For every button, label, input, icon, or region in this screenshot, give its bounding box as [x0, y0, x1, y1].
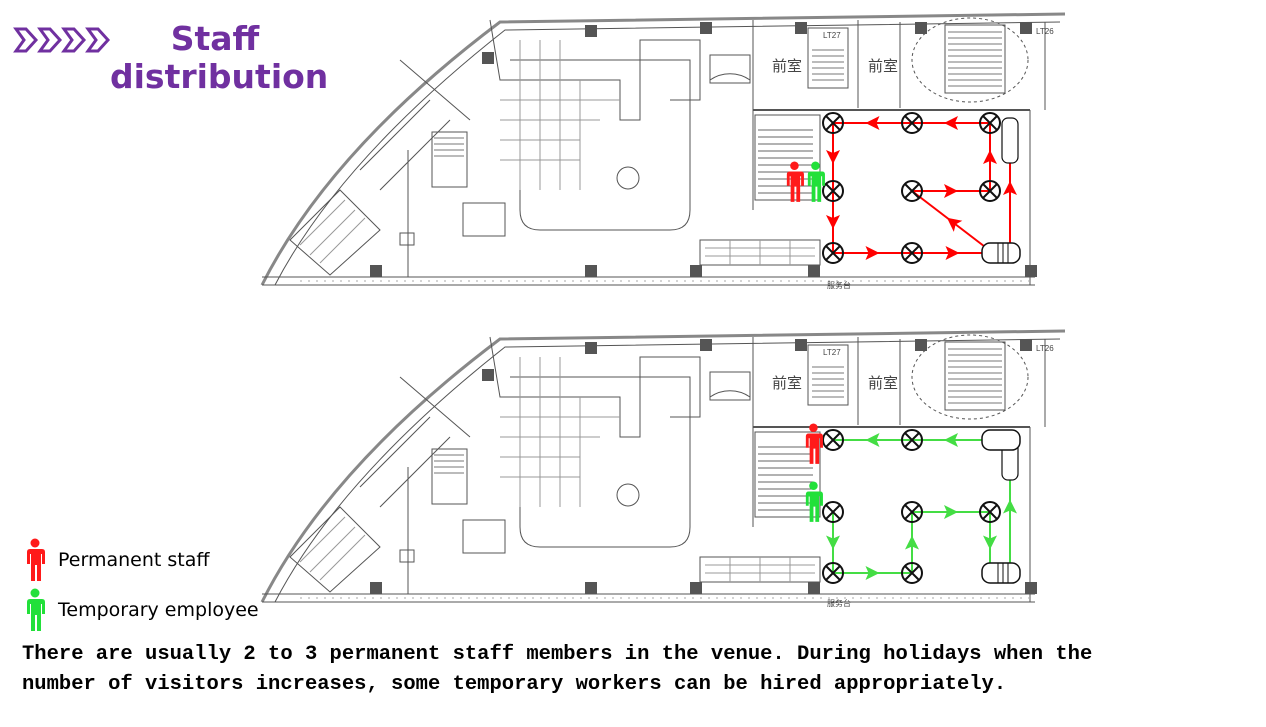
- route-arrow: [983, 150, 997, 164]
- route-arrow: [826, 215, 840, 229]
- escalator-icon: [981, 429, 1021, 584]
- column-icon: [979, 180, 1001, 202]
- column-icon: [901, 180, 923, 202]
- temporary-staff-figure: [807, 161, 825, 202]
- route-arrow: [865, 433, 880, 447]
- permanent-staff-figure: [805, 423, 823, 464]
- anteroom-label: 前室: [772, 57, 803, 75]
- column-icon: [822, 242, 844, 264]
- route-arrow: [983, 535, 997, 550]
- legend-label: Temporary employee: [58, 599, 259, 621]
- permanent-staff-figure: [786, 161, 804, 202]
- route-arrow: [826, 535, 840, 550]
- route-arrow: [865, 116, 880, 130]
- stair-label: LT27: [823, 31, 841, 40]
- route-arrow: [1003, 181, 1017, 195]
- route-arrow: [865, 246, 880, 260]
- route-arrow: [865, 566, 880, 580]
- route-arrow: [944, 116, 958, 130]
- person-icon-red: [27, 538, 45, 581]
- column-icon: [822, 501, 844, 523]
- route-arrow: [944, 433, 958, 447]
- temporary-staff-figure: [805, 481, 823, 522]
- anteroom-label: 前室: [868, 374, 899, 392]
- legend-temporary: Temporary employee: [24, 588, 259, 632]
- route-arrow: [905, 535, 919, 550]
- title-line-1: Staff: [170, 19, 260, 58]
- escalator-icon: [981, 117, 1021, 264]
- column-icon: [901, 429, 923, 451]
- column-icon: [901, 112, 923, 134]
- title-line-2: distribution: [110, 57, 329, 96]
- anteroom-label: 前室: [772, 374, 803, 392]
- service-desk-label: 服务台: [827, 599, 851, 608]
- route-arrow: [826, 150, 840, 164]
- column-icon: [822, 429, 844, 451]
- route-arrow: [1003, 499, 1017, 514]
- column-icon: [901, 242, 923, 264]
- route-arrow: [944, 184, 958, 198]
- chevrons-icon: [13, 27, 111, 53]
- page-title: Staff distribution: [110, 19, 329, 96]
- route-arrow: [945, 246, 960, 260]
- route-arrow: [944, 505, 958, 519]
- caption-line-2: number of visitors increases, some tempo…: [22, 673, 1007, 696]
- column-icon: [822, 180, 844, 202]
- service-desk-label: 服务台: [827, 281, 851, 290]
- person-icon-green: [27, 588, 45, 631]
- column-icon: [901, 501, 923, 523]
- stair-label: LT27: [823, 348, 841, 357]
- lift-label: LT26: [1036, 344, 1054, 353]
- anteroom-label: 前室: [868, 57, 899, 75]
- column-icon: [979, 112, 1001, 134]
- caption: There are usually 2 to 3 permanent staff…: [22, 640, 1092, 700]
- column-icon: [822, 112, 844, 134]
- legend-label: Permanent staff: [58, 549, 210, 571]
- column-icon: [822, 562, 844, 584]
- column-icon: [979, 501, 1001, 523]
- route-arrow: [946, 217, 963, 232]
- legend-permanent: Permanent staff: [24, 538, 209, 582]
- caption-line-1: There are usually 2 to 3 permanent staff…: [22, 643, 1093, 666]
- lift-label: LT26: [1036, 27, 1054, 36]
- column-icon: [901, 562, 923, 584]
